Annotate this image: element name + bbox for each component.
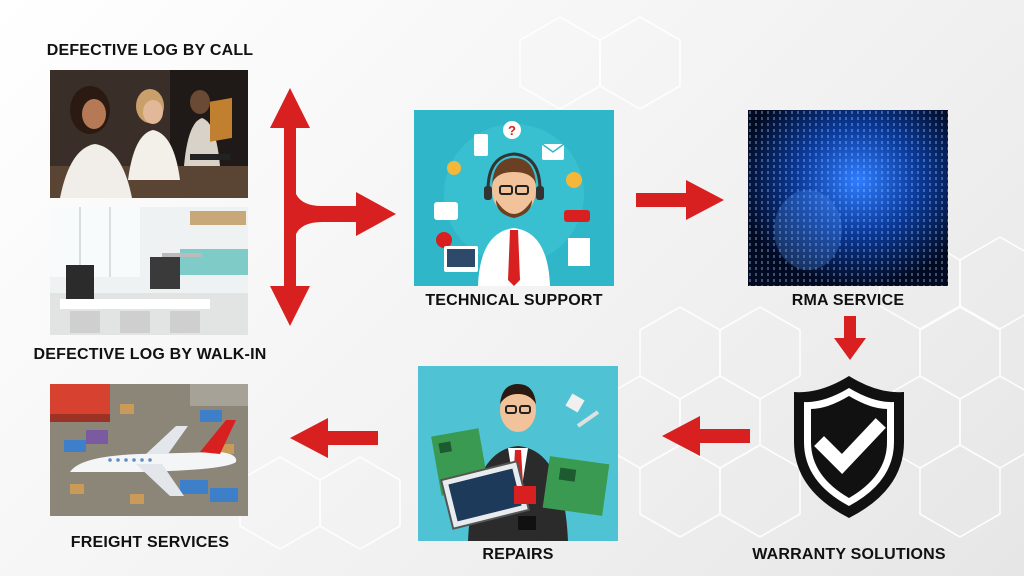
call-center-photo bbox=[50, 70, 248, 198]
arrow-right-to-rma bbox=[636, 180, 726, 220]
label-technical-support: TECHNICAL SUPPORT bbox=[425, 292, 603, 309]
label-repairs: REPAIRS bbox=[482, 546, 554, 563]
label-rma-service: RMA SERVICE bbox=[791, 292, 905, 309]
label-defective-log-by-call: DEFECTIVE LOG BY CALL bbox=[46, 42, 254, 59]
repair-technician-illustration bbox=[418, 366, 618, 541]
branch-arrows bbox=[262, 84, 398, 330]
shield-check-icon bbox=[790, 372, 908, 522]
airport-cargo-illustration bbox=[50, 384, 248, 516]
arrow-left-to-repairs bbox=[660, 416, 750, 456]
label-warranty-solutions: WARRANTY SOLUTIONS bbox=[752, 546, 946, 563]
office-photo bbox=[50, 207, 248, 335]
label-freight-services: FREIGHT SERVICES bbox=[70, 534, 230, 551]
digital-matrix-image bbox=[748, 110, 948, 286]
label-defective-log-by-walk-in: DEFECTIVE LOG BY WALK-IN bbox=[33, 346, 267, 363]
support-agent-illustration: ? bbox=[414, 110, 614, 286]
arrow-down-to-warranty bbox=[834, 316, 866, 362]
svg-text:?: ? bbox=[508, 123, 516, 138]
arrow-left-to-freight bbox=[290, 418, 378, 458]
